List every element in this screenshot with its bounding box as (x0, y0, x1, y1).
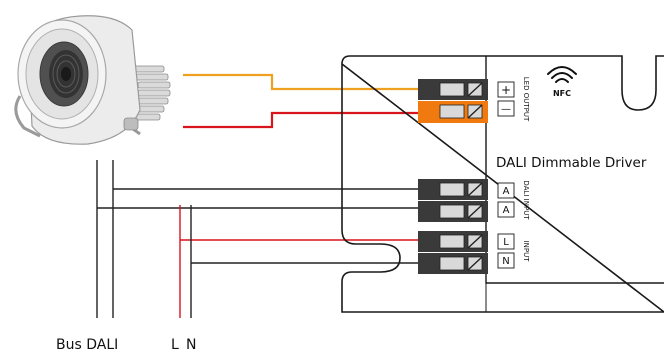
dali-a2-mark: A (503, 205, 510, 216)
dali-input-terminal (418, 179, 488, 222)
input-n-mark: N (502, 256, 509, 267)
dali-a1-mark: A (503, 186, 510, 197)
led-negative-wire (183, 111, 418, 129)
driver-outline (341, 55, 664, 313)
mains-input-terminal (418, 231, 488, 274)
dali-input-label: DALI INPUT (522, 180, 530, 220)
nfc-icon (547, 66, 577, 83)
input-l-mark: L (503, 237, 509, 248)
bus-dali-label: Bus DALI (56, 337, 118, 353)
live-wire (179, 205, 418, 318)
driver-title: DALI Dimmable Driver (496, 155, 647, 171)
l-label: L (171, 337, 179, 353)
bus-dali-wires (96, 160, 418, 318)
neutral-wire (190, 205, 418, 318)
led-output-terminal (418, 79, 488, 123)
led-minus-mark: — (501, 104, 511, 115)
n-label: N (186, 337, 196, 353)
input-label: INPUT (522, 241, 530, 263)
nfc-label: NFC (553, 89, 571, 98)
led-plus-mark: + (501, 83, 511, 97)
downlight-icon (14, 15, 171, 145)
led-positive-wire (183, 73, 418, 91)
led-output-label: LED OUTPUT (522, 77, 530, 122)
